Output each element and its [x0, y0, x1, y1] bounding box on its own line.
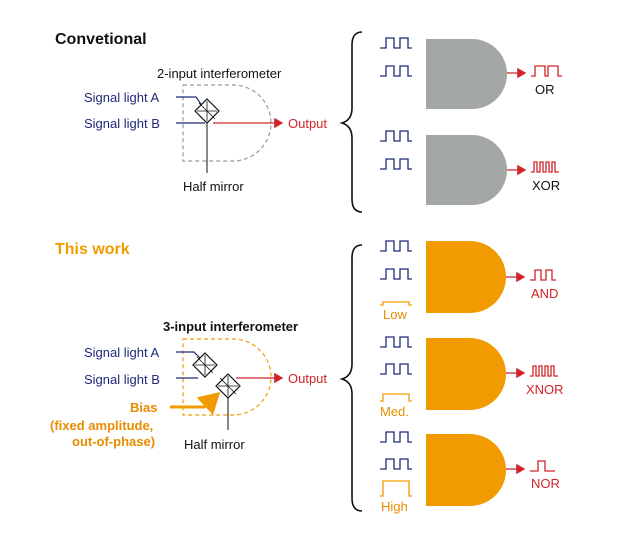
bias-label-2: (fixed amplitude,: [50, 418, 153, 433]
and-output-waveform: [530, 269, 556, 281]
or-gate: [426, 39, 507, 109]
xnor-input-b-waveform: [380, 363, 412, 375]
interferometer-3-outline: [182, 338, 272, 416]
tw-half-mirror-label: Half mirror: [184, 437, 245, 452]
xnor-gate-group: Med. XNOR: [380, 336, 564, 419]
tw-brace: [339, 244, 363, 512]
xnor-input-a-waveform: [380, 336, 412, 348]
conv-output-label: Output: [288, 116, 327, 131]
conv-half-mirror: [194, 98, 220, 124]
interferometer-2-outline: [182, 84, 272, 162]
nor-input-a-waveform: [380, 431, 412, 443]
nor-output-waveform: [530, 460, 555, 472]
conv-brace: [339, 31, 363, 213]
and-gate: [426, 241, 506, 313]
or-input-a-waveform: [380, 37, 412, 49]
xor-output-waveform: [531, 161, 559, 173]
or-gate-group: OR: [380, 37, 562, 109]
conv-signal-b-label: Signal light B: [84, 116, 160, 131]
bias-label-1: Bias: [130, 400, 157, 415]
nor-bias-label: High: [381, 499, 408, 514]
conv-signal-a-label: Signal light A: [84, 90, 159, 105]
conv-half-mirror-label: Half mirror: [183, 179, 244, 194]
or-input-b-waveform: [380, 65, 412, 77]
xor-input-b-waveform: [380, 158, 412, 170]
and-bias-label: Low: [383, 307, 407, 322]
and-input-b-waveform: [380, 268, 412, 280]
nor-gate: [426, 434, 506, 506]
xnor-output-waveform: [530, 365, 558, 377]
and-gate-label: AND: [531, 286, 558, 301]
tw-half-mirror-1: [192, 352, 218, 378]
nor-bias-waveform: [380, 480, 412, 497]
xnor-bias-waveform: [380, 393, 412, 402]
xor-gate-label: XOR: [532, 178, 560, 193]
xor-gate-group: XOR: [380, 130, 560, 205]
tw-signal-a-label: Signal light A: [84, 345, 159, 360]
nor-gate-label: NOR: [531, 476, 560, 491]
interferometer-3-label: 3-input interferometer: [163, 319, 298, 334]
or-gate-label: OR: [535, 82, 555, 97]
xnor-bias-label: Med.: [380, 404, 409, 419]
this-work-title: This work: [55, 241, 130, 258]
nor-input-b-waveform: [380, 458, 412, 470]
bias-arrow: [170, 391, 221, 416]
bias-label-3: out-of-phase): [72, 434, 155, 449]
tw-output-label: Output: [288, 371, 327, 386]
nor-gate-group: High NOR: [380, 431, 560, 514]
conventional-title: Convetional: [55, 31, 147, 48]
or-output-waveform: [531, 65, 562, 77]
and-bias-waveform: [380, 301, 412, 306]
xnor-gate: [426, 338, 506, 410]
and-input-a-waveform: [380, 240, 412, 252]
tw-signal-b-label: Signal light B: [84, 372, 160, 387]
xnor-gate-label: XNOR: [526, 382, 564, 397]
interferometer-2-label: 2-input interferometer: [157, 66, 282, 81]
xor-gate: [426, 135, 507, 205]
xor-input-a-waveform: [380, 130, 412, 142]
tw-signal-a-line: [176, 351, 203, 361]
and-gate-group: Low AND: [380, 240, 558, 322]
